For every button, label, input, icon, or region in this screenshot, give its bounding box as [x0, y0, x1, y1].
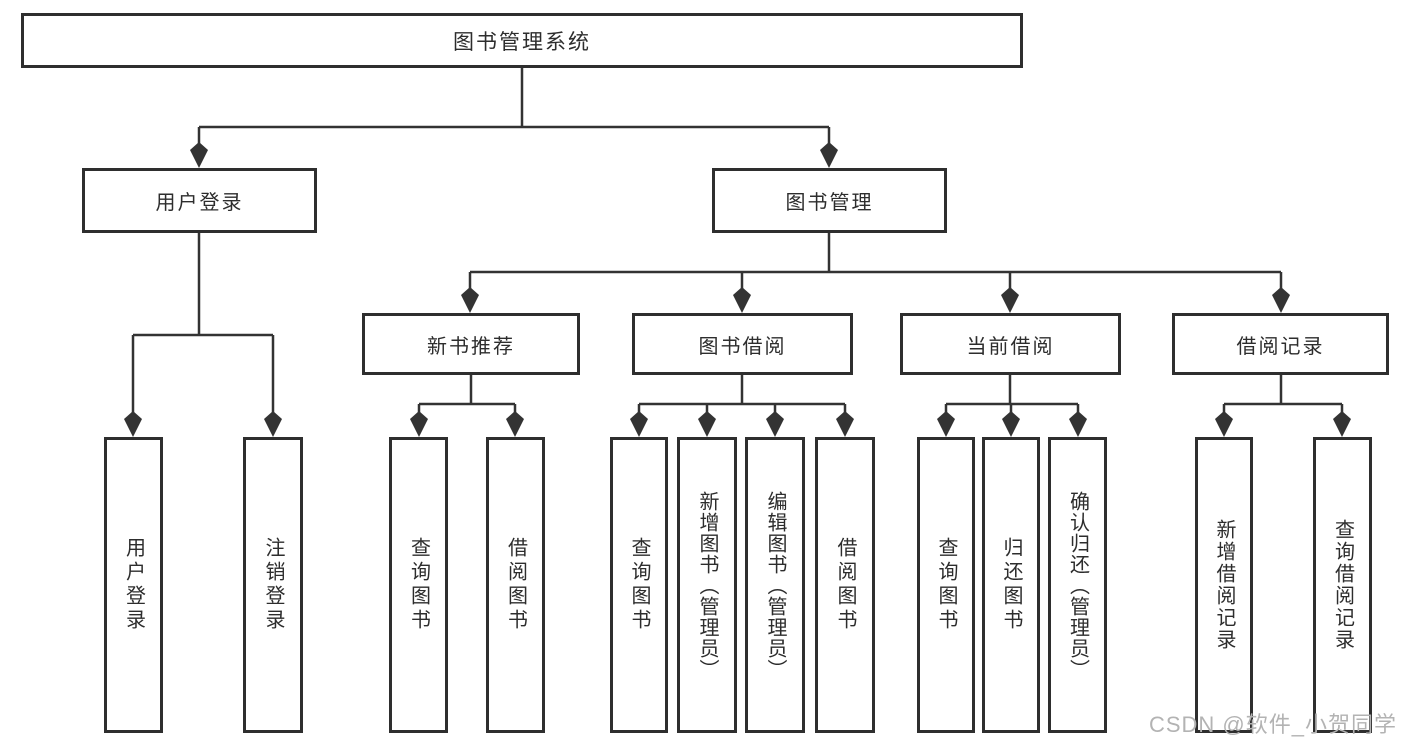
node-book-borrowing-label: 图书借阅 [698, 335, 787, 358]
leaf-query-books-2-label: 查询图书 [628, 537, 650, 633]
node-user-login-label: 用户登录 [155, 192, 244, 214]
leaf-return-books-label: 归还图书 [1000, 537, 1022, 633]
leaf-edit-book-admin: 编辑图书（管理员） [745, 437, 805, 733]
node-library-system: 图书管理系统 [21, 13, 1023, 68]
leaf-query-borrow-record: 查询借阅记录 [1313, 437, 1372, 733]
node-new-book-recommend: 新书推荐 [362, 313, 580, 375]
node-new-book-recommend-label: 新书推荐 [427, 335, 515, 358]
leaf-borrow-books-1: 借阅图书 [486, 437, 545, 733]
node-book-management-label: 图书管理 [785, 192, 874, 214]
node-user-login: 用户登录 [82, 168, 317, 233]
leaf-logout: 注销登录 [243, 437, 303, 733]
leaf-confirm-return-admin: 确认归还（管理员） [1048, 437, 1107, 733]
leaf-edit-book-admin-label: 编辑图书（管理员） [764, 490, 786, 680]
leaf-confirm-return-admin-label: 确认归还（管理员） [1066, 490, 1089, 680]
leaf-add-book-admin-label: 新增图书（管理员） [696, 490, 718, 680]
node-current-borrowing: 当前借阅 [900, 313, 1121, 375]
leaf-add-borrow-record: 新增借阅记录 [1195, 437, 1253, 733]
node-book-management: 图书管理 [712, 168, 947, 233]
leaf-borrow-books-2-label: 借阅图书 [834, 537, 856, 633]
leaf-query-books-3-label: 查询图书 [935, 537, 957, 633]
leaf-add-borrow-record-label: 新增借阅记录 [1213, 519, 1235, 651]
leaf-user-login: 用户登录 [104, 437, 163, 733]
leaf-add-book-admin: 新增图书（管理员） [677, 437, 737, 733]
node-borrow-records: 借阅记录 [1172, 313, 1389, 375]
node-borrow-records-label: 借阅记录 [1236, 335, 1325, 358]
leaf-borrow-books-1-label: 借阅图书 [504, 537, 527, 633]
watermark: CSDN @软件_小贺同学 [1148, 712, 1397, 737]
leaf-query-books-1-label: 查询图书 [407, 537, 430, 633]
leaf-query-books-3: 查询图书 [917, 437, 975, 733]
node-book-borrowing: 图书借阅 [632, 313, 853, 375]
node-current-borrowing-label: 当前借阅 [966, 335, 1055, 358]
leaf-query-borrow-record-label: 查询借阅记录 [1331, 519, 1354, 651]
leaf-borrow-books-2: 借阅图书 [815, 437, 875, 733]
leaf-query-books-1: 查询图书 [389, 437, 448, 733]
leaf-query-books-2: 查询图书 [610, 437, 668, 733]
node-library-system-label: 图书管理系统 [453, 30, 591, 54]
leaf-user-login-label: 用户登录 [122, 537, 145, 633]
leaf-return-books: 归还图书 [982, 437, 1040, 733]
leaf-logout-label: 注销登录 [262, 537, 284, 633]
